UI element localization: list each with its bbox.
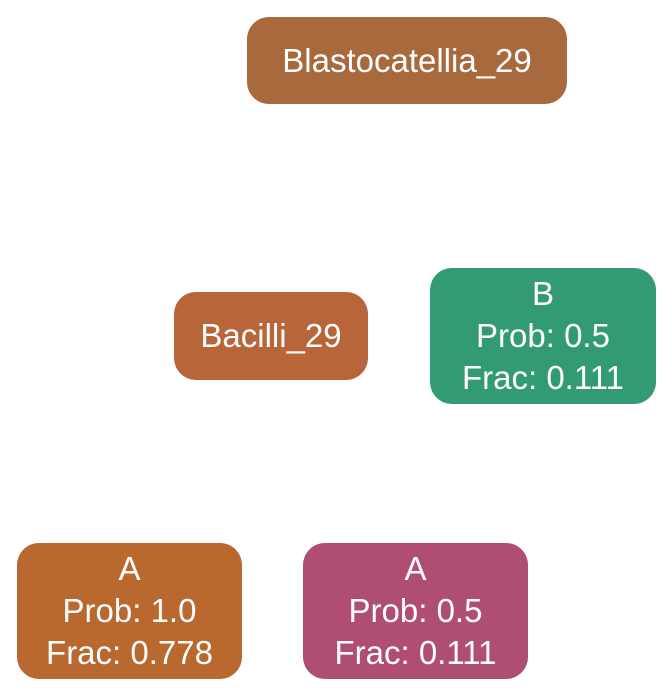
leaf-node-b: B Prob: 0.5 Frac: 0.111: [430, 268, 656, 404]
leaf-name: A: [404, 550, 427, 587]
node-label: Bacilli_29: [200, 317, 342, 354]
node-bacilli-29: Bacilli_29: [174, 292, 368, 380]
leaf-frac: Frac: 0.111: [461, 359, 625, 396]
leaf-node-a-1: A Prob: 1.0 Frac: 0.778: [17, 543, 242, 679]
leaf-prob: Prob: 0.5: [476, 317, 610, 354]
node-blastocatellia-29: Blastocatellia_29: [247, 17, 567, 104]
leaf-frac: Frac: 0.111: [334, 634, 497, 671]
leaf-name: B: [531, 275, 554, 312]
leaf-node-a-2: A Prob: 0.5 Frac: 0.111: [303, 543, 528, 679]
leaf-name: A: [118, 550, 141, 587]
leaf-prob: Prob: 1.0: [62, 592, 197, 629]
leaf-frac: Frac: 0.778: [46, 634, 213, 671]
node-label: Blastocatellia_29: [282, 41, 532, 79]
leaf-prob: Prob: 0.5: [348, 592, 483, 629]
